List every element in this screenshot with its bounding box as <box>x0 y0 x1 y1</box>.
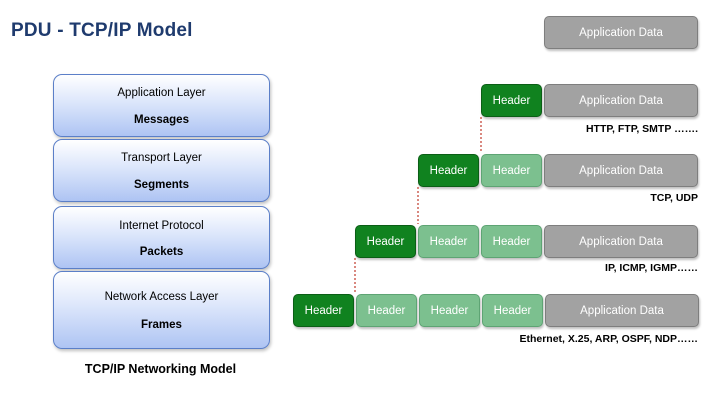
protocol-list: HTTP, FTP, SMTP ……. <box>585 123 698 135</box>
layer-name: Application Layer <box>117 87 206 99</box>
layer-application: Application Layer Messages <box>53 74 270 137</box>
application-data-box: Application Data <box>544 225 698 258</box>
model-caption: TCP/IP Networking Model <box>84 362 237 376</box>
inherited-header-box: Header <box>419 294 480 327</box>
layer-network-access: Network Access Layer Frames <box>53 271 270 349</box>
inherited-header-box: Header <box>481 154 542 187</box>
protocol-list: Ethernet, X.25, ARP, OSPF, NDP…… <box>519 333 698 345</box>
inherited-header-box: Header <box>356 294 417 327</box>
header-box: Header <box>418 154 479 187</box>
layer-pdu: Segments <box>134 179 189 191</box>
application-data-box: Application Data <box>545 294 699 327</box>
inherited-header-box: Header <box>418 225 479 258</box>
layer-pdu: Frames <box>141 319 182 331</box>
layer-name: Internet Protocol <box>119 220 204 232</box>
top-application-data: Application Data <box>544 16 698 49</box>
layer-internet: Internet Protocol Packets <box>53 206 270 269</box>
layer-transport: Transport Layer Segments <box>53 139 270 202</box>
application-data-box: Application Data <box>544 154 698 187</box>
protocol-list: TCP, UDP <box>650 192 698 204</box>
inherited-header-box: Header <box>481 225 542 258</box>
page-title: PDU - TCP/IP Model <box>11 20 193 41</box>
header-box: Header <box>481 84 542 117</box>
header-box: Header <box>293 294 354 327</box>
layer-name: Transport Layer <box>121 152 202 164</box>
protocol-list: IP, ICMP, IGMP…… <box>605 262 698 274</box>
layer-pdu: Messages <box>134 114 189 126</box>
application-data-box: Application Data <box>544 84 698 117</box>
inherited-header-box: Header <box>482 294 543 327</box>
layer-pdu: Packets <box>139 246 184 258</box>
header-box: Header <box>355 225 416 258</box>
layer-name: Network Access Layer <box>104 291 219 303</box>
